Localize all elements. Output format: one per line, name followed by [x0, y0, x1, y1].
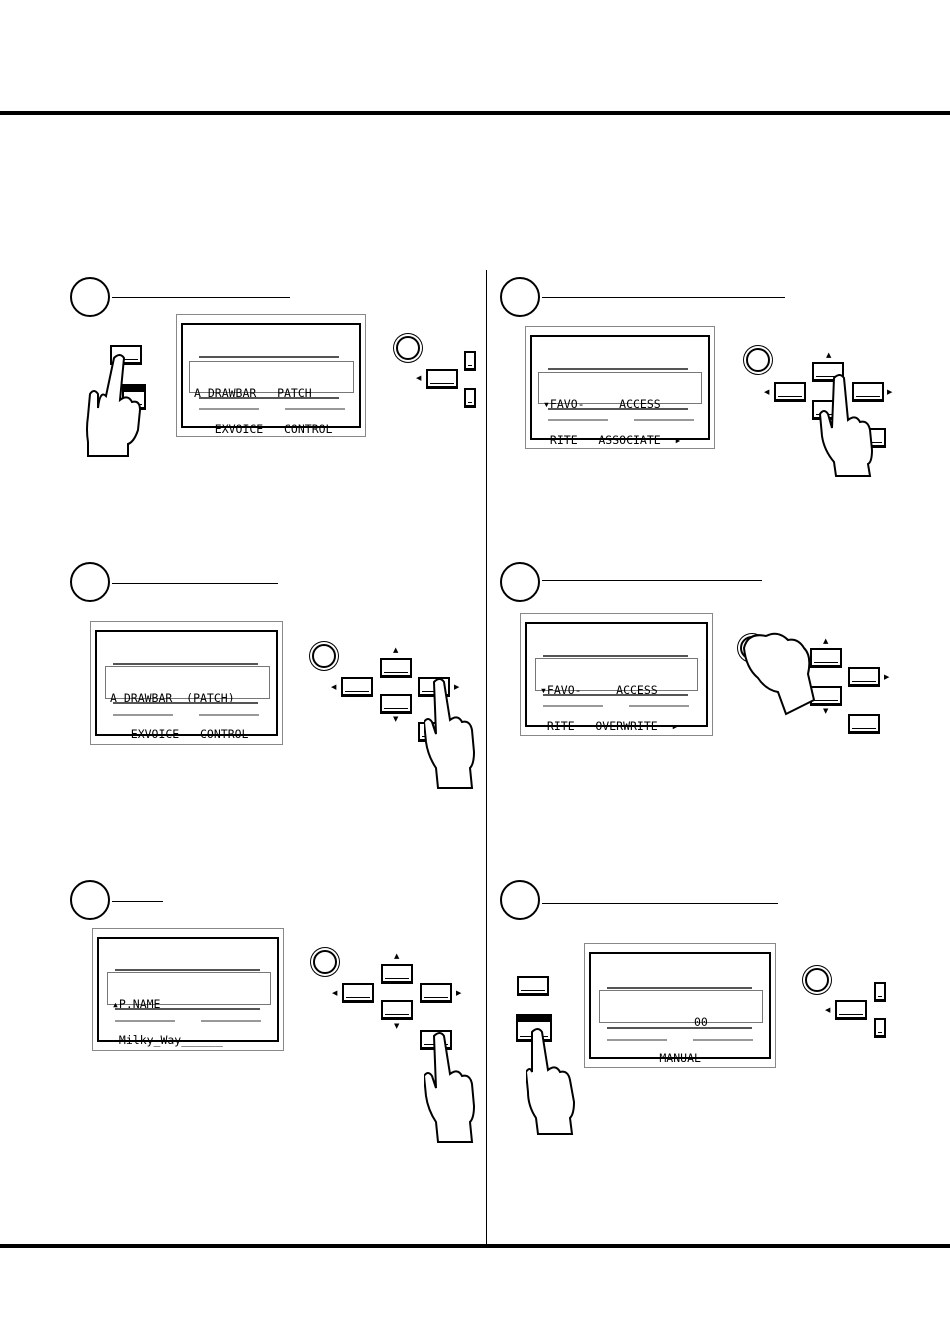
right-arrow-button[interactable]	[848, 667, 880, 687]
lcd-line-1: 00	[604, 1015, 708, 1029]
step-5-marker	[70, 880, 110, 920]
lcd-display-5: ▴P.NAME Milky_Way______	[92, 928, 284, 1051]
step-1-heading-line	[112, 297, 290, 298]
down-arrow-icon: ▼	[393, 715, 399, 723]
up-arrow-button[interactable]	[810, 648, 842, 668]
lcd-line-2: Milky_Way______	[112, 1033, 223, 1047]
up-arrow-icon: ▲	[826, 351, 832, 359]
left-arrow-button[interactable]	[835, 1000, 867, 1020]
dial-knob-icon[interactable]	[746, 348, 770, 372]
enter-button[interactable]	[848, 714, 880, 734]
right-arrow-button[interactable]	[852, 382, 884, 402]
down-arrow-button-partial[interactable]	[464, 388, 476, 408]
step-3-heading-line	[112, 583, 278, 584]
pointing-hand-icon	[86, 354, 142, 457]
left-arrow-icon: ◀	[825, 1006, 831, 1014]
left-arrow-button[interactable]	[774, 382, 806, 402]
right-arrow-icon: ▶	[887, 388, 893, 396]
left-arrow-icon: ◀	[764, 388, 770, 396]
down-arrow-button[interactable]	[380, 694, 412, 714]
pointing-hand-icon	[424, 678, 476, 789]
left-arrow-button[interactable]	[342, 983, 374, 1003]
up-arrow-button[interactable]	[381, 964, 413, 984]
pointing-hand-icon	[424, 1032, 476, 1143]
pointing-hand-icon	[526, 1028, 576, 1135]
step-4-heading-line	[542, 580, 762, 581]
up-arrow-button-partial[interactable]	[464, 351, 476, 371]
top-rule	[0, 111, 950, 115]
up-arrow-icon: ▲	[823, 637, 829, 645]
down-arrow-button-partial[interactable]	[874, 1018, 886, 1038]
up-arrow-icon: ▲	[393, 646, 399, 654]
enter-button[interactable]	[868, 428, 886, 448]
dial-knob-icon[interactable]	[805, 968, 829, 992]
down-arrow-button[interactable]	[381, 1000, 413, 1020]
dial-knob-icon[interactable]	[396, 336, 420, 360]
lcd-line-2: RITE ASSOCIATE ▸	[543, 433, 682, 447]
lcd-line-2: MANUAL	[604, 1051, 701, 1065]
lcd-display-1: A DRAWBAR PATCH EXVOICE CONTROL	[176, 314, 366, 437]
up-arrow-icon: ▲	[394, 952, 400, 960]
up-arrow-button[interactable]	[380, 658, 412, 678]
pointing-hand-icon	[818, 374, 874, 477]
step-4-marker	[500, 562, 540, 602]
down-arrow-icon: ▼	[394, 1022, 400, 1030]
lcd-line-1: ▴P.NAME	[112, 997, 161, 1011]
left-arrow-button[interactable]	[341, 677, 373, 697]
column-divider	[486, 270, 487, 1245]
lcd-display-2: ▾FAVO- ACCESS RITE ASSOCIATE ▸	[525, 326, 715, 449]
turning-hand-icon	[742, 632, 816, 716]
lcd-display-4: ▾FAVO- ACCESS RITE OVERWRITE ▸	[520, 613, 713, 736]
lcd-line-2: RITE OVERWRITE ▸	[540, 719, 679, 733]
step-2-marker	[500, 277, 540, 317]
right-arrow-icon: ▶	[456, 989, 462, 997]
upper-button[interactable]	[517, 976, 549, 996]
right-arrow-icon: ▶	[454, 683, 460, 691]
left-arrow-icon: ◀	[332, 989, 338, 997]
step-1-marker	[70, 277, 110, 317]
right-arrow-icon: ▶	[884, 673, 890, 681]
step-2-heading-line	[542, 297, 785, 298]
lcd-line-2: EXVOICE CONTROL	[110, 727, 249, 741]
bottom-rule	[0, 1244, 950, 1248]
right-arrow-button[interactable]	[420, 983, 452, 1003]
step-6-marker	[500, 880, 540, 920]
dial-knob-icon[interactable]	[312, 644, 336, 668]
lcd-display-3: A DRAWBAR (PATCH) EXVOICE CONTROL	[90, 621, 283, 745]
step-5-heading-line	[112, 901, 163, 902]
left-arrow-icon: ◀	[331, 683, 337, 691]
lcd-display-6: 00 MANUAL	[584, 943, 776, 1068]
up-arrow-button-partial[interactable]	[874, 982, 886, 1002]
lcd-line-2: EXVOICE CONTROL	[194, 422, 333, 436]
lcd-line-1: A DRAWBAR (PATCH)	[110, 691, 235, 705]
dial-knob-icon[interactable]	[313, 950, 337, 974]
down-arrow-icon: ▼	[823, 707, 829, 715]
step-6-heading-line	[542, 903, 778, 904]
lcd-line-1: ▾FAVO- ACCESS	[543, 397, 661, 411]
left-arrow-button[interactable]	[426, 369, 458, 389]
step-3-marker	[70, 562, 110, 602]
lcd-line-1: ▾FAVO- ACCESS	[540, 683, 658, 697]
left-arrow-icon: ◀	[416, 374, 422, 382]
lcd-line-1: A DRAWBAR PATCH	[194, 386, 312, 400]
